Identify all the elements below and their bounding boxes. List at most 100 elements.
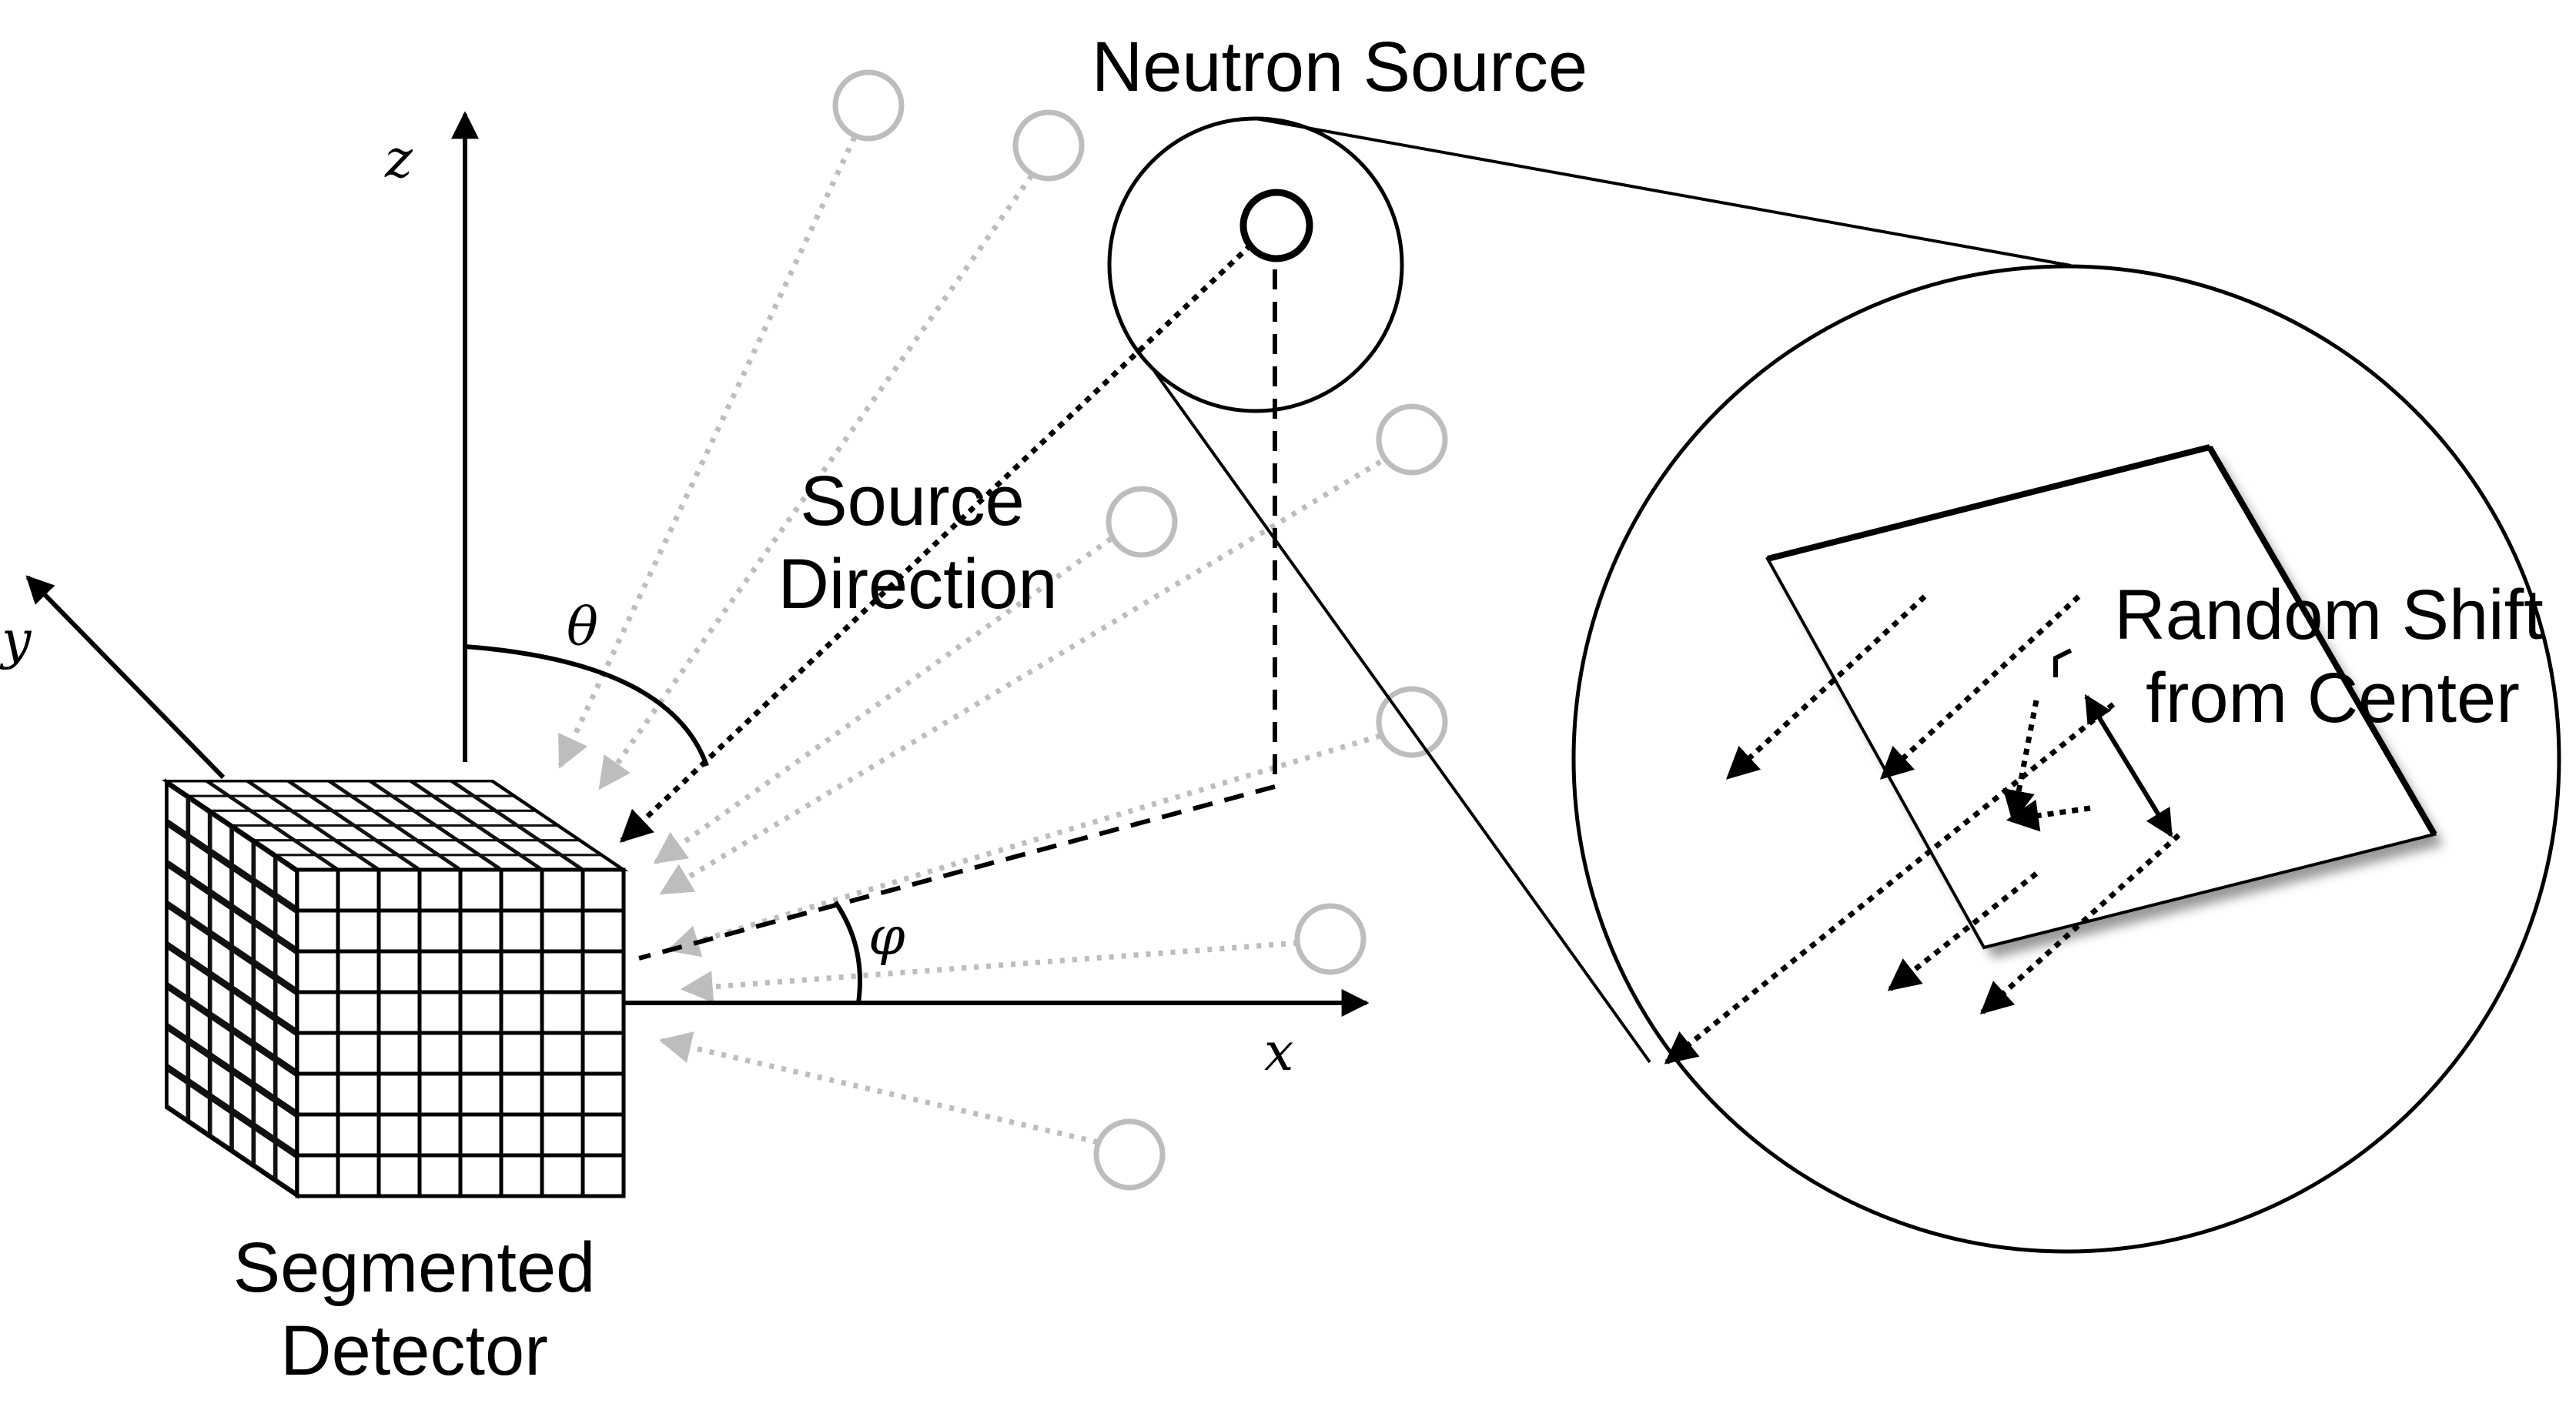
detector-side-cell xyxy=(277,901,296,946)
detector-front-cell xyxy=(580,867,626,913)
detector-side-cell xyxy=(190,1087,208,1132)
source-region-circle xyxy=(1107,116,1404,413)
detector-top-cell xyxy=(460,811,513,824)
detector-front-cell xyxy=(295,949,340,994)
detector-front-cell xyxy=(336,990,381,1035)
detector-front-cell xyxy=(336,908,381,954)
detector-top-cell xyxy=(566,856,619,869)
detector-side-cell xyxy=(190,964,208,1010)
detector-top-cell xyxy=(318,827,371,840)
detector-side-cell xyxy=(168,787,186,831)
detector-front-cell xyxy=(458,867,503,913)
faded-source-7 xyxy=(1093,1118,1166,1191)
detector-top-cell xyxy=(359,827,412,840)
detector-front-cell xyxy=(417,867,463,913)
faded-ray-5 xyxy=(666,733,1382,957)
detector-front-cell xyxy=(580,1031,626,1076)
faded-ray-6 xyxy=(680,940,1299,1004)
detector-top-cell xyxy=(356,797,410,810)
x-axis-label: x xyxy=(1264,1022,1293,1083)
random-shift-label-1: Random Shift xyxy=(2114,576,2543,654)
detector-side-cell xyxy=(212,979,230,1024)
detector-top-cell xyxy=(443,856,497,869)
detector-front-cell xyxy=(499,949,544,994)
theta-arc xyxy=(464,644,709,767)
phi-label: φ xyxy=(868,907,905,967)
detector-front-cell xyxy=(499,908,544,954)
detector-front-cell xyxy=(336,1031,381,1076)
detector-front-cell xyxy=(295,990,340,1035)
detector-front-cell xyxy=(376,1031,422,1076)
detector-top-cell xyxy=(340,841,393,854)
detector-front-cell xyxy=(499,1031,544,1076)
detector-front-cell xyxy=(417,1071,463,1117)
detector-front-cell xyxy=(336,1153,381,1198)
detector-front-cell xyxy=(376,1153,422,1198)
detector-top-cell xyxy=(421,841,475,854)
detector-front-cell xyxy=(376,908,422,954)
detector-side-cell xyxy=(212,1061,230,1106)
source-direction-label-2: Direction xyxy=(778,545,1057,623)
detector-side-cell xyxy=(212,857,230,902)
detector-front-cell xyxy=(376,949,422,994)
detector-side-cell xyxy=(168,909,186,954)
detector-top-cell xyxy=(380,841,434,854)
detector-side-cell xyxy=(190,801,208,847)
detector-front-cell xyxy=(417,990,463,1035)
detector-top-cell xyxy=(525,856,578,869)
detector-front-cell xyxy=(499,867,544,913)
detector-front-cell xyxy=(336,1112,381,1158)
detector-front-cell xyxy=(458,1031,503,1076)
detector-side-cell xyxy=(277,1064,296,1109)
random-shift-indicator xyxy=(2053,648,2173,838)
detector-front-cell xyxy=(458,949,503,994)
detector-top-cell xyxy=(299,841,353,854)
detector-front-cell xyxy=(295,1153,340,1198)
detector-side-cell xyxy=(277,1024,296,1068)
detector-side-cell xyxy=(168,950,186,994)
coordinate-axes xyxy=(25,111,1370,1017)
detector-front-cell xyxy=(295,908,340,954)
detector-side-cell xyxy=(277,1146,296,1191)
detector-side-cell xyxy=(233,830,252,876)
phi-arc xyxy=(833,901,862,1004)
detector-side-cell xyxy=(190,883,208,928)
detector-front-cell xyxy=(540,990,585,1035)
detector-side-cell xyxy=(256,967,273,1013)
faded-ray-4 xyxy=(659,459,1382,896)
detector-side-cell xyxy=(168,827,186,872)
detector-top-cell xyxy=(293,782,346,795)
faded-source-4 xyxy=(1376,403,1448,476)
detector-front-cell xyxy=(336,949,381,994)
detector-side-cell xyxy=(212,938,230,984)
faded-source-2 xyxy=(1012,109,1085,182)
detector-front-cell xyxy=(295,1031,340,1076)
detector-side-cell xyxy=(212,816,230,861)
detector-side-cell xyxy=(190,1005,208,1051)
detector-front-cell xyxy=(295,867,340,913)
detector-front-cell xyxy=(580,990,626,1035)
detector-front-cell xyxy=(376,990,422,1035)
theta-label: θ xyxy=(567,597,598,658)
detector-front-cell xyxy=(540,1071,585,1117)
detector-side-cell xyxy=(277,861,296,905)
source-direction-label-1: Source xyxy=(800,462,1025,540)
detector-top-cell xyxy=(503,841,557,854)
neutron-source-icon xyxy=(1239,189,1313,262)
detector-top-cell xyxy=(375,782,428,795)
faded-source-6 xyxy=(1294,903,1367,975)
detector-top-cell xyxy=(280,856,333,869)
detector-side-cell xyxy=(256,1049,273,1094)
detector-side-cell xyxy=(168,991,186,1035)
detector-front-cell xyxy=(417,1153,463,1198)
detector-side-cell xyxy=(190,842,208,887)
detector-side-cell xyxy=(277,942,296,987)
random-shift-label-2: from Center xyxy=(2146,659,2520,737)
neutron-source-label: Neutron Source xyxy=(1092,28,1587,106)
detector-front-cell xyxy=(295,1112,340,1158)
detector-top-cell xyxy=(522,827,575,840)
segmented-detector xyxy=(161,778,629,1199)
detector-front-cell xyxy=(540,1112,585,1158)
detector-front-cell xyxy=(417,1112,463,1158)
